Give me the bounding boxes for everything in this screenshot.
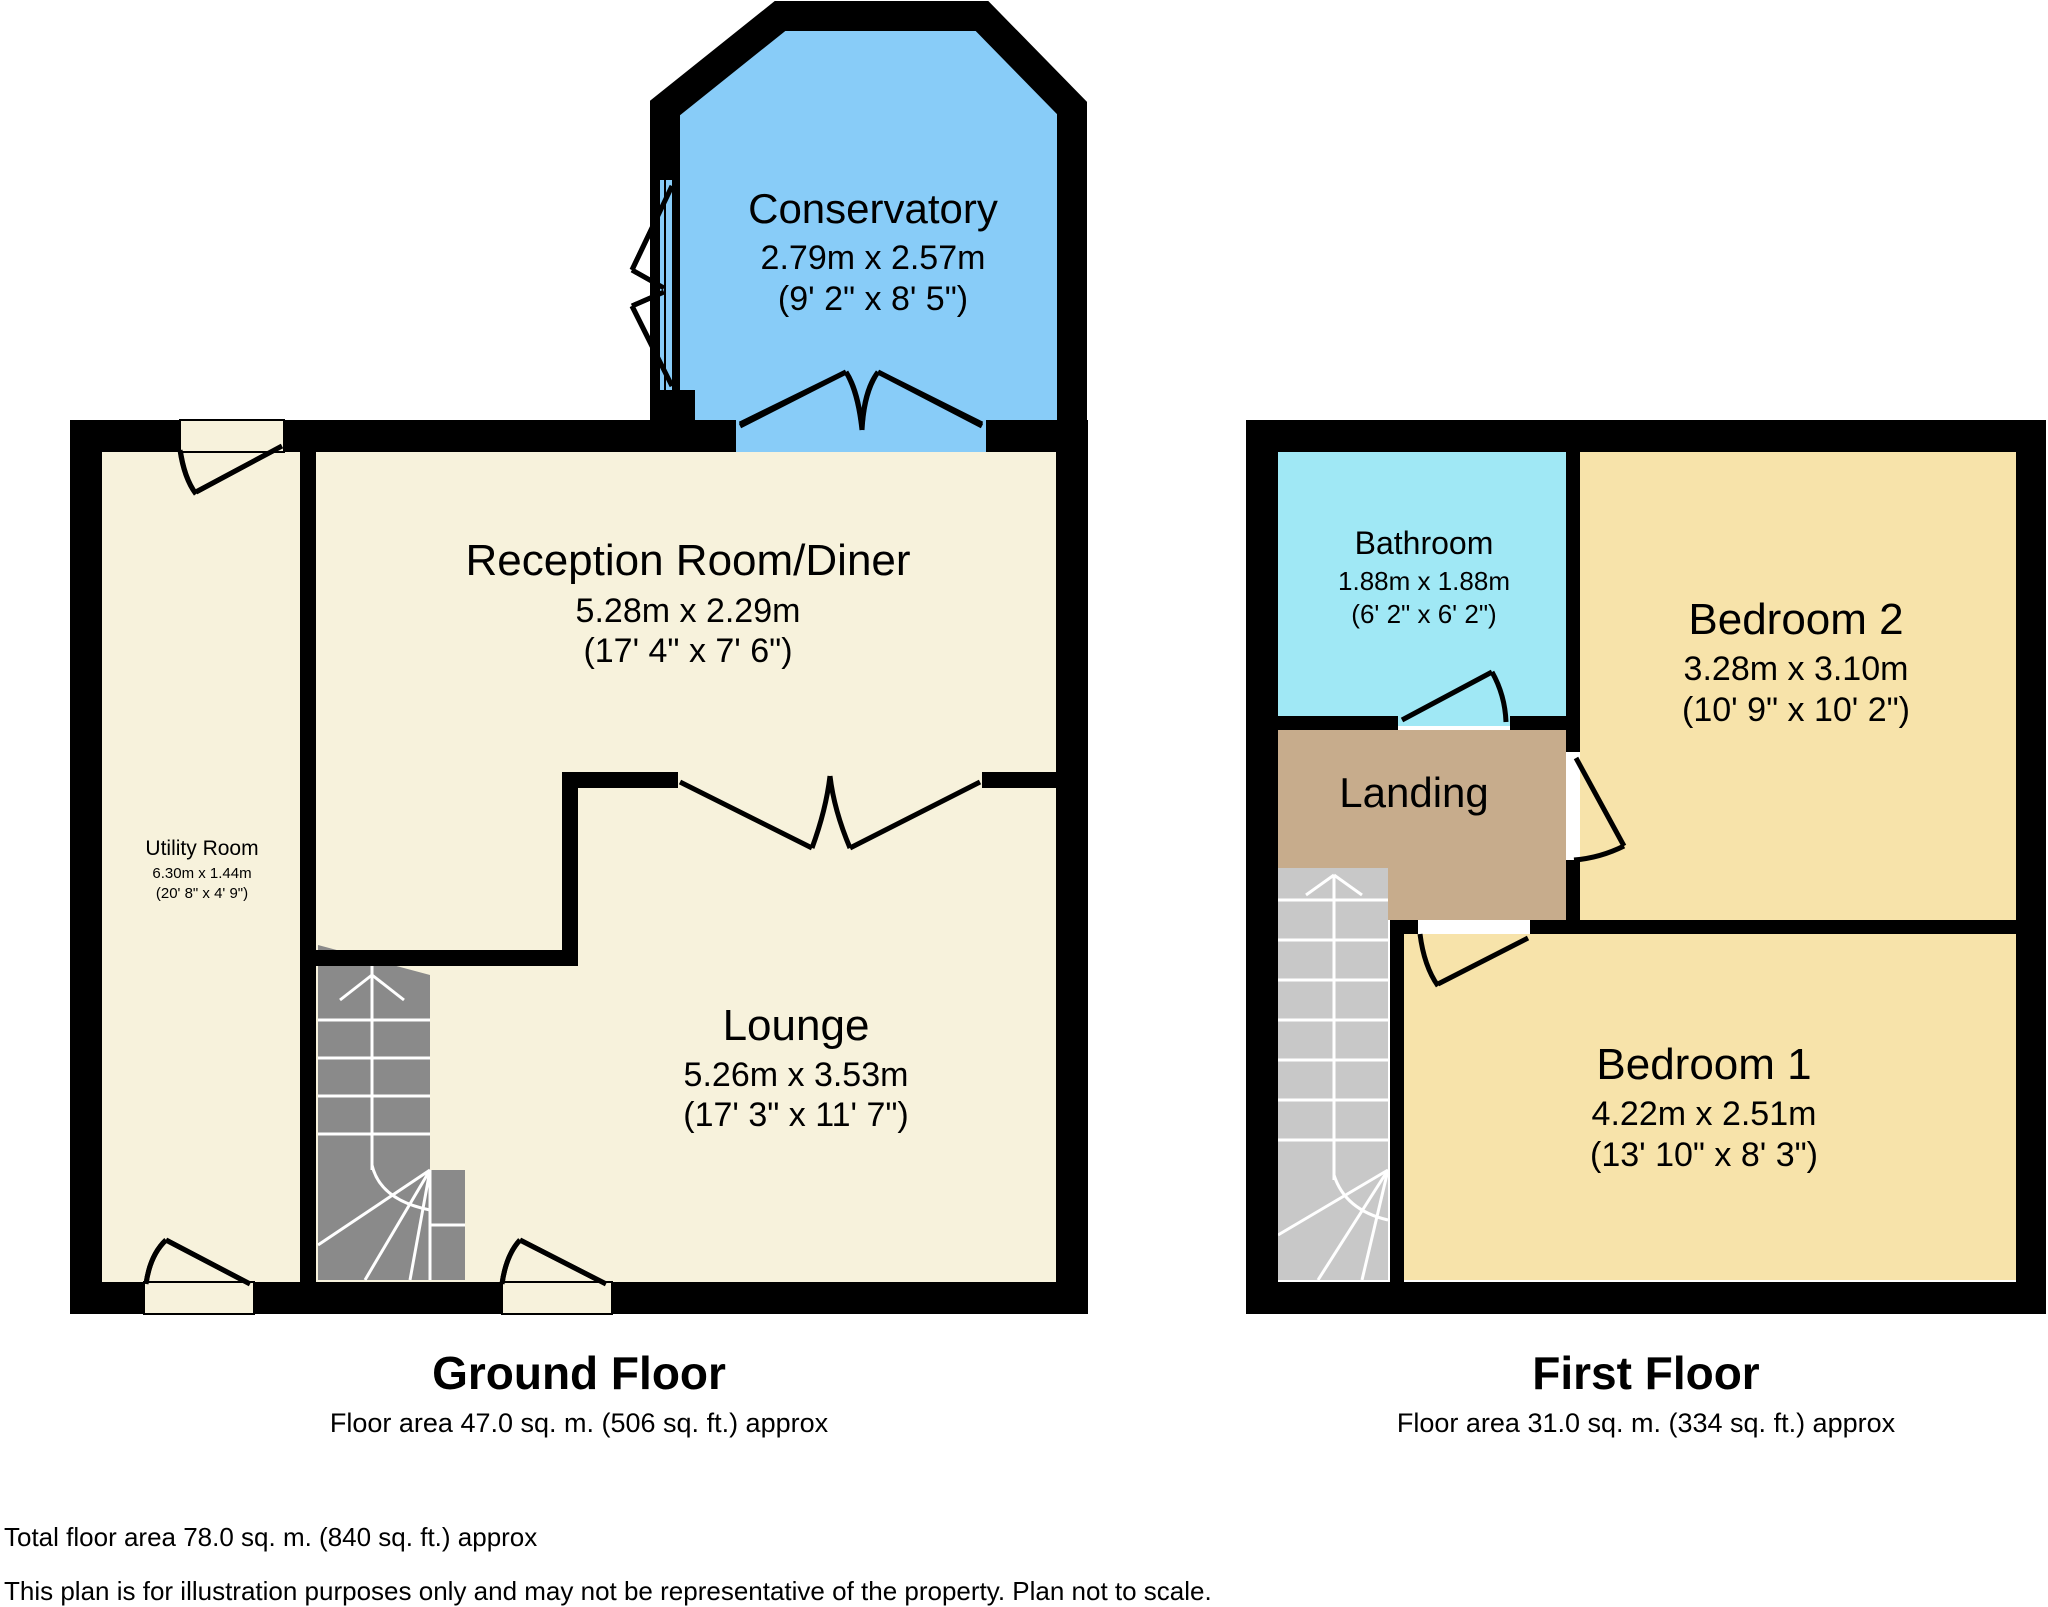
utility-room: [86, 436, 301, 1298]
ground-floor-area: Floor area 47.0 sq. m. (506 sq. ft.) app…: [329, 1408, 829, 1438]
bedroom2-room: [1580, 452, 2016, 920]
lounge-imperial: (17' 3" x 11' 7"): [683, 1096, 909, 1134]
bedroom2-name: Bedroom 2: [1688, 595, 1904, 644]
total-floor-area: Total floor area 78.0 sq. m. (840 sq. ft…: [4, 1522, 538, 1552]
utility-name: Utility Room: [145, 837, 259, 860]
conservatory-imperial: (9' 2" x 8' 5"): [777, 280, 969, 318]
utility-imperial: (20' 8" x 4' 9"): [155, 885, 249, 902]
reception-name: Reception Room/Diner: [465, 536, 911, 585]
lounge-name: Lounge: [722, 1001, 870, 1050]
bathroom-room: [1278, 452, 1566, 726]
bedroom1-imperial: (13' 10" x 8' 3"): [1589, 1136, 1819, 1174]
bedroom2-metric: 3.28m x 3.10m: [1683, 650, 1909, 688]
ground-floor-plan: [70, 0, 1088, 1315]
first-floor-area: Floor area 31.0 sq. m. (334 sq. ft.) app…: [1396, 1408, 1896, 1438]
bathroom-metric: 1.88m x 1.88m: [1338, 566, 1510, 596]
first-floor-stairs: [1277, 868, 1390, 1281]
utility-metric: 6.30m x 1.44m: [152, 865, 252, 882]
reception-room: [314, 452, 1056, 1298]
ground-floor-stairs: [317, 945, 465, 1281]
bathroom-imperial: (6' 2" x 6' 2"): [1351, 599, 1497, 629]
landing-name: Landing: [1339, 769, 1489, 816]
bedroom2-imperial: (10' 9" x 10' 2"): [1681, 691, 1911, 729]
reception-metric: 5.28m x 2.29m: [575, 592, 801, 630]
disclaimer: This plan is for illustration purposes o…: [4, 1576, 1212, 1606]
conservatory-metric: 2.79m x 2.57m: [760, 239, 986, 277]
bedroom1-room: [1404, 934, 2016, 1280]
reception-imperial: (17' 4" x 7' 6"): [583, 632, 793, 670]
first-floor-title: First Floor: [1532, 1347, 1760, 1399]
bedroom1-metric: 4.22m x 2.51m: [1591, 1095, 1817, 1133]
first-floor-plan: [1246, 420, 2046, 1314]
conservatory-name: Conservatory: [748, 185, 998, 232]
ground-floor-title: Ground Floor: [432, 1347, 726, 1399]
bedroom1-name: Bedroom 1: [1596, 1040, 1812, 1089]
bathroom-name: Bathroom: [1354, 525, 1494, 561]
lounge-metric: 5.26m x 3.53m: [683, 1056, 909, 1094]
